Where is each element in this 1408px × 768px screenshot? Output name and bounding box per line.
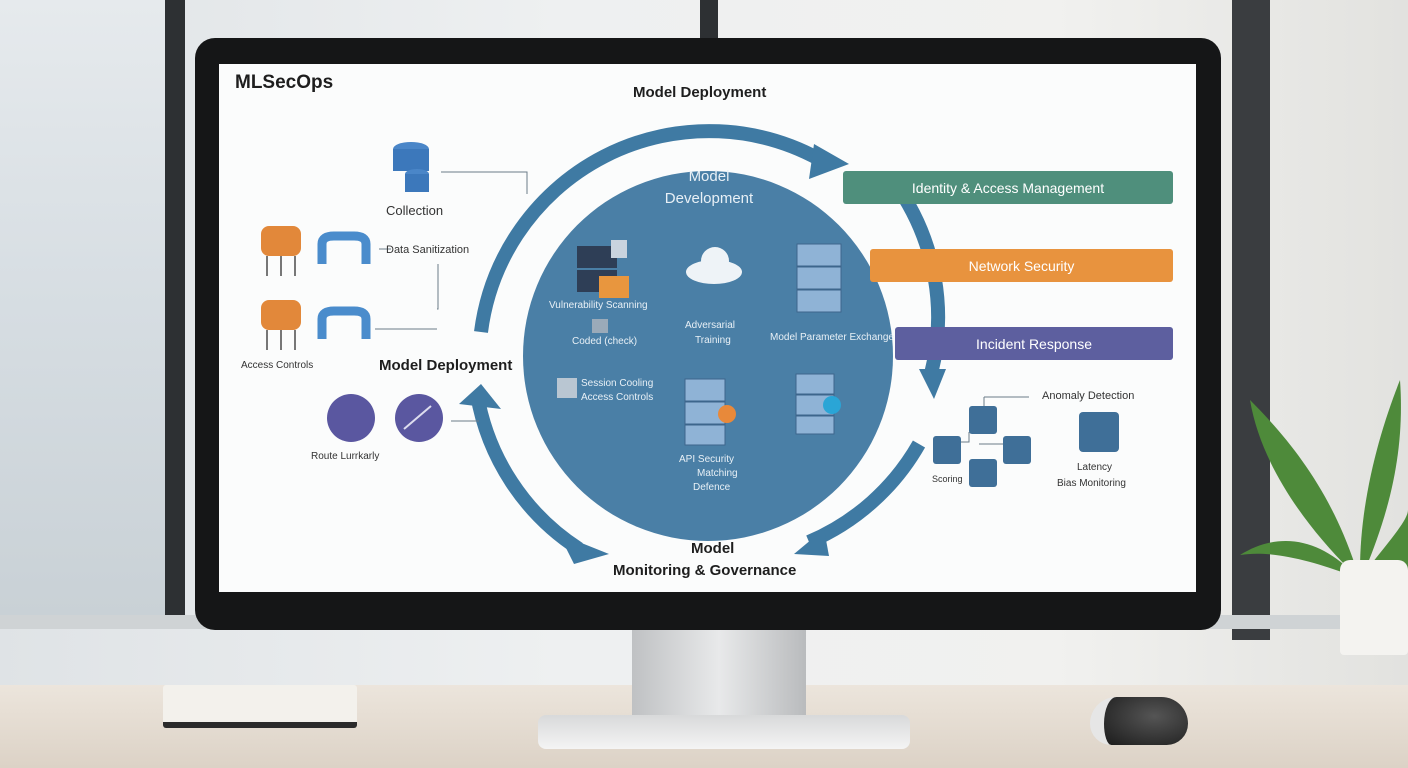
cloud-icon <box>686 247 742 284</box>
window-left <box>0 0 165 615</box>
scoring-label: Scoring <box>932 474 963 484</box>
window-frame <box>700 0 718 40</box>
route-label: Route Lurrkarly <box>311 451 380 462</box>
center-item: Coded (check) <box>572 336 638 347</box>
book <box>163 685 357 728</box>
pill-identity-access: Identity & Access Management <box>843 171 1173 204</box>
center-item: Adversarial <box>685 320 736 331</box>
bottom-stage-label-1: Model <box>691 540 735 557</box>
top-stage-label: Model Deployment <box>633 84 767 101</box>
code-icon <box>592 319 608 333</box>
route-icon <box>327 394 375 442</box>
monitor-stand <box>632 628 806 722</box>
storage-icon <box>261 300 301 350</box>
server-stack-icon <box>577 240 629 298</box>
session-icon <box>557 378 577 398</box>
plant-icon <box>1240 380 1408 575</box>
diagram-title: MLSecOps <box>235 72 334 93</box>
bottom-stage-label-2: Monitoring & Governance <box>613 562 797 579</box>
badge-icon <box>823 396 841 414</box>
mouse <box>1090 697 1188 745</box>
center-item: Training <box>695 335 731 346</box>
center-item: Vulnerability Scanning <box>549 300 648 311</box>
diagram-graphics <box>261 124 1119 564</box>
server-icon <box>795 373 835 435</box>
pipeline-icon <box>317 231 371 264</box>
center-item: API Security <box>679 454 735 465</box>
window-frame <box>165 0 185 628</box>
arrow-head-icon <box>559 534 609 564</box>
arrow-head-icon <box>809 144 849 179</box>
badge-icon <box>718 405 736 423</box>
collection-label: Collection <box>386 203 444 218</box>
storage-icon <box>261 226 301 276</box>
center-item: Access Controls <box>581 392 654 403</box>
screen: MLSecOps Model Deployment Model Deployme… <box>219 64 1196 592</box>
center-item: Session Cooling <box>581 378 654 389</box>
arrow-head-icon <box>919 369 946 399</box>
access-controls-label: Access Controls <box>241 360 314 371</box>
center-item: Defence <box>693 482 731 493</box>
center-item: Model Parameter Exchange <box>770 332 894 343</box>
bias-label-1: Latency <box>1077 462 1113 473</box>
monitor-base <box>538 715 910 749</box>
sanitization-label: Data Sanitization <box>386 244 470 256</box>
database-icon <box>393 142 429 192</box>
compass-icon <box>395 394 443 442</box>
pipeline-icon <box>317 306 371 339</box>
pill-incident-response: Incident Response <box>895 327 1173 360</box>
plant-pot <box>1340 560 1408 655</box>
center-title-2: Development <box>664 190 754 207</box>
monitor-icons <box>933 406 1119 487</box>
pill-network-security: Network Security <box>870 249 1173 282</box>
window-frame <box>1232 0 1270 640</box>
arrow-head-icon <box>794 529 829 556</box>
ring-arc-top-left <box>474 124 823 333</box>
anomaly-label: Anomaly Detection <box>1042 390 1135 402</box>
center-title-1: Model <box>688 168 730 185</box>
left-stage-label: Model Deployment <box>379 357 513 374</box>
center-item: Matching <box>697 468 738 479</box>
server-icon <box>796 243 842 313</box>
bias-label-2: Bias Monitoring <box>1057 478 1126 489</box>
arrow-head-icon <box>459 384 501 409</box>
